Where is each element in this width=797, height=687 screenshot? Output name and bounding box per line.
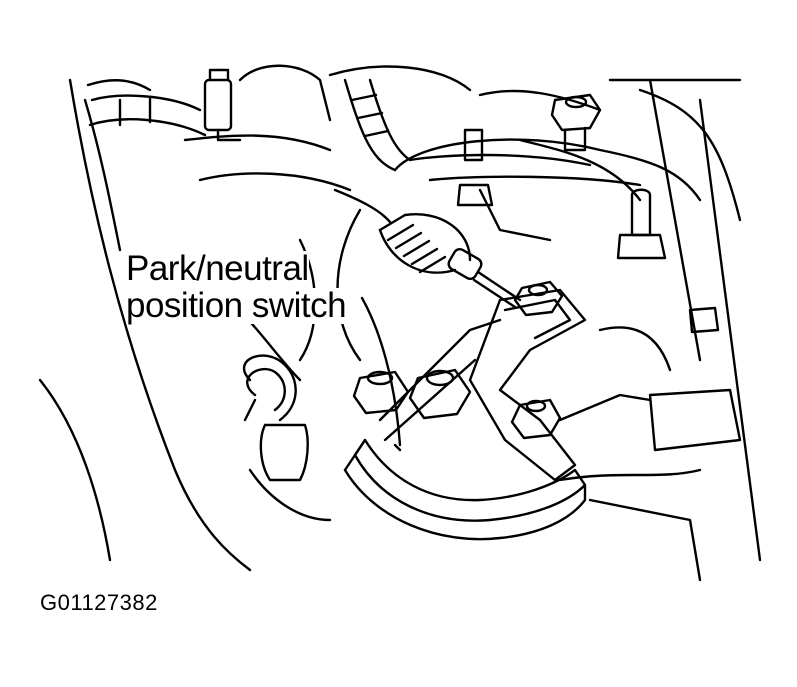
lever-nuts xyxy=(352,280,564,440)
loop-hook xyxy=(242,354,309,482)
shift-lever xyxy=(378,288,587,482)
callout-label-line1: Park/neutral xyxy=(126,249,309,288)
engine-background-lines xyxy=(38,64,762,582)
bolt-top-right xyxy=(550,93,602,152)
hose-upper-left xyxy=(88,68,242,142)
callout-leader-line xyxy=(360,296,402,447)
neutral-switch-housing xyxy=(343,438,587,541)
upper-hoses xyxy=(343,78,702,202)
shift-cable-boot xyxy=(333,188,522,309)
callout-label-line2: position switch xyxy=(126,286,347,325)
stud-bolts xyxy=(456,128,667,260)
right-brackets xyxy=(558,306,742,452)
figure-id: G01127382 xyxy=(40,590,158,615)
